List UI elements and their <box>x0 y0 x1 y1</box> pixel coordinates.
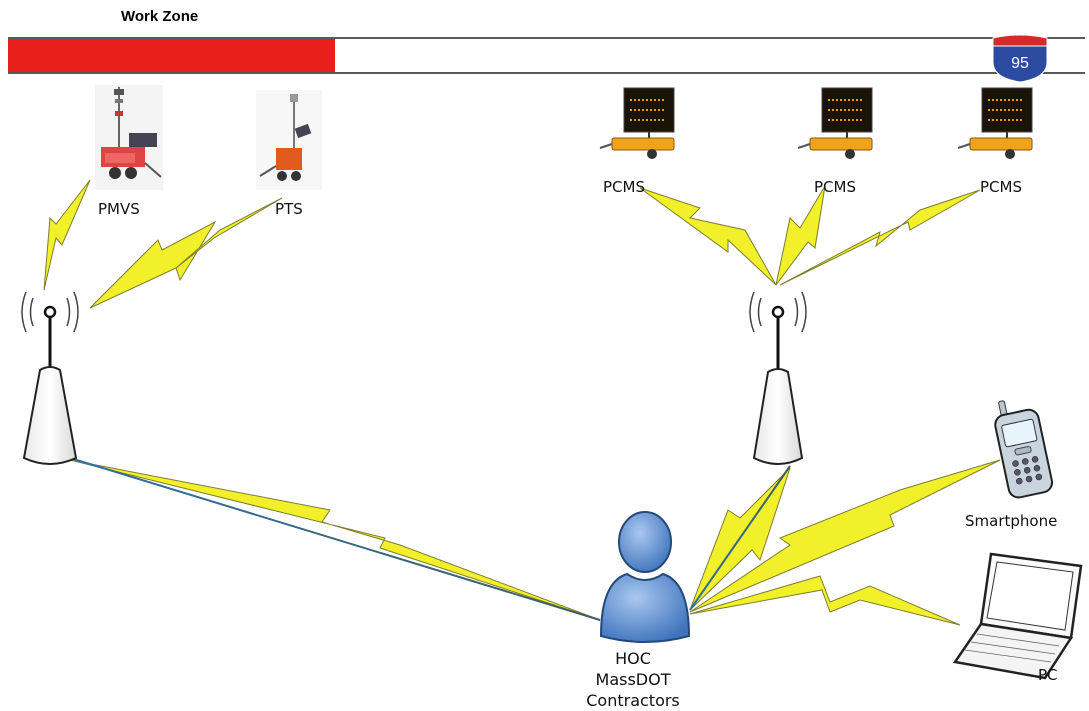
hoc-label: HOC MassDOT Contractors <box>578 648 688 711</box>
wire-lines <box>69 457 791 621</box>
road <box>8 37 1085 74</box>
page-title: Work Zone <box>121 8 199 25</box>
message-sign-icon <box>599 87 675 159</box>
person-icon <box>599 511 691 643</box>
antenna-tower-icon <box>749 291 807 465</box>
pcms-label-3: PCMS <box>980 178 1022 196</box>
work-zone-bar <box>8 39 335 72</box>
network-diagram: 95 <box>8 34 1085 680</box>
sensor-trailer-icon <box>256 90 322 190</box>
hoc-line-1: HOC <box>615 649 651 668</box>
interstate-shield-icon: 95 <box>992 34 1048 83</box>
smartphone-icon <box>994 400 1054 499</box>
shield-number: 95 <box>1011 55 1029 72</box>
antenna-tower-icon <box>21 291 79 465</box>
laptop-icon <box>952 552 1083 680</box>
pcms-label-2: PCMS <box>814 178 856 196</box>
pts-label: PTS <box>275 200 303 218</box>
camera-trailer-icon <box>95 85 163 190</box>
message-sign-icon <box>957 87 1033 159</box>
hoc-line-2: MassDOT <box>595 670 671 689</box>
pcms-label-1: PCMS <box>603 178 645 196</box>
wireless-links <box>43 179 1001 626</box>
smartphone-label: Smartphone <box>965 512 1058 530</box>
message-sign-icon <box>797 87 873 159</box>
pmvs-label: PMVS <box>98 200 140 218</box>
pc-label: PC <box>1038 666 1058 684</box>
hoc-line-3: Contractors <box>586 691 680 710</box>
